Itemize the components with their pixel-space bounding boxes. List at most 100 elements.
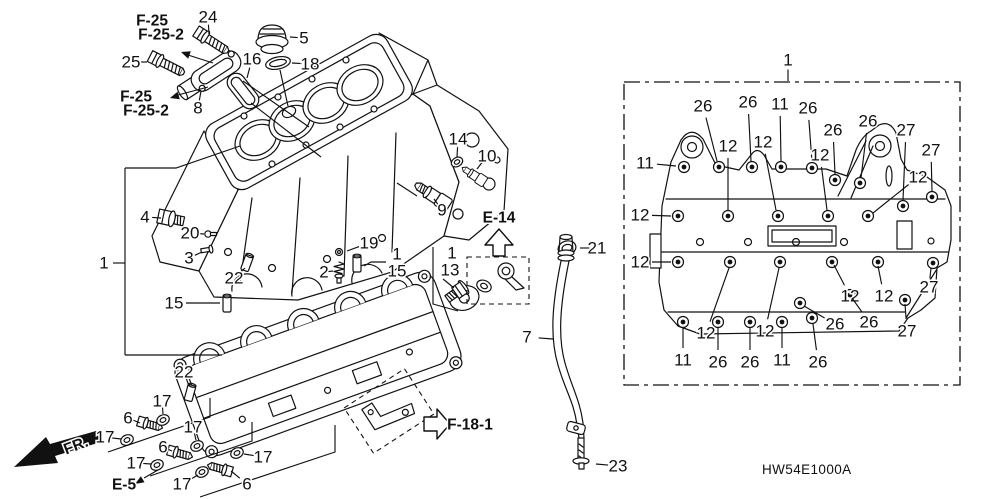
banjo-detail-box <box>466 256 530 305</box>
part-sensor-9 <box>414 182 453 212</box>
part-relief-valve-2 <box>333 261 345 284</box>
leader-line <box>651 214 672 217</box>
callout-12: 12 <box>697 324 716 343</box>
callout-21: 21 <box>588 239 607 258</box>
leader-line <box>196 232 205 235</box>
ref-label-e-14: E-14 <box>483 210 516 227</box>
bolt-hole-center <box>865 213 871 219</box>
bolt-hole-center <box>747 319 753 325</box>
leader-line <box>142 462 152 465</box>
callout-14: 14 <box>449 130 468 149</box>
bolt-hole-center <box>797 300 803 306</box>
part-oring-18 <box>265 55 291 71</box>
ref-label-f-25: F-25 <box>136 13 168 30</box>
callout-1: 1 <box>447 244 456 263</box>
leader-line <box>538 337 554 340</box>
callout-24: 24 <box>199 8 218 27</box>
callout-26: 26 <box>694 97 713 116</box>
leader-line <box>820 166 828 211</box>
leader-line <box>767 267 780 320</box>
part-bolt-6 <box>165 443 195 464</box>
callout-27: 27 <box>922 141 941 160</box>
leader-line <box>476 161 483 170</box>
callout-26: 26 <box>860 313 879 332</box>
bolt-hole-center <box>725 213 731 219</box>
bolt-hole-center <box>715 319 721 325</box>
leader-line <box>779 115 782 162</box>
f18-arrow-icon <box>423 408 451 440</box>
bolt-pattern-panel <box>623 81 961 386</box>
leader-line <box>656 163 677 167</box>
part-washer-14 <box>450 156 464 168</box>
bolt-hole-center <box>902 297 908 303</box>
f25-arrow-upper <box>181 51 214 64</box>
ref-label-f-25-2: F-25-2 <box>138 27 184 44</box>
callout-25: 25 <box>122 53 141 72</box>
leader-line <box>812 323 818 351</box>
bolt-hole-center <box>809 315 815 321</box>
part-oil-jet-pipe-8 <box>176 50 242 101</box>
leader-line <box>748 113 752 162</box>
callout-17: 17 <box>127 454 146 473</box>
bolt-hole-center <box>875 259 881 265</box>
ref-label-f-25: F-25 <box>120 89 152 106</box>
callout-26: 26 <box>741 353 760 372</box>
part-washer-17 <box>193 464 211 480</box>
callout-27: 27 <box>898 322 917 341</box>
leader-line <box>198 90 202 101</box>
callout-1: 1 <box>99 254 108 273</box>
leader-line <box>246 67 251 79</box>
callout-17: 17 <box>184 418 203 437</box>
leader-line <box>188 474 199 481</box>
callout-1: 1 <box>392 245 401 264</box>
callout-17: 17 <box>153 392 172 411</box>
callout-5: 5 <box>299 29 308 48</box>
leader-line <box>433 198 439 206</box>
leader-line <box>243 453 255 457</box>
part-bolt-23 <box>572 437 590 470</box>
bolt-hole-center <box>680 319 686 325</box>
part-filler-cap-5 <box>255 24 289 55</box>
leader-line <box>803 305 825 319</box>
f25-arrow-lower <box>170 86 209 100</box>
callout-26: 26 <box>799 99 818 118</box>
callout-11: 11 <box>773 351 791 370</box>
callout-27: 27 <box>897 121 916 140</box>
leader-line <box>327 270 334 273</box>
callout-11: 11 <box>636 154 654 173</box>
bolt-hole-center <box>777 259 783 265</box>
callout-8: 8 <box>193 99 202 118</box>
leader-line <box>764 153 777 211</box>
leader-line <box>872 184 909 214</box>
callout-16: 16 <box>243 50 262 69</box>
callout-17: 17 <box>96 428 115 447</box>
leader-line <box>833 264 846 286</box>
leader-line <box>808 119 813 163</box>
leader-line <box>193 432 197 441</box>
callout-26: 26 <box>824 121 843 140</box>
callout-12: 12 <box>875 287 894 306</box>
callout-27: 27 <box>920 278 939 297</box>
callout-17: 17 <box>254 448 273 467</box>
leader-line <box>346 246 360 252</box>
callout-12: 12 <box>811 146 830 165</box>
leader-line <box>166 448 173 452</box>
leader-line <box>238 267 246 274</box>
bolt-hole-center <box>930 260 936 266</box>
callout-17: 17 <box>173 475 192 494</box>
callout-20: 20 <box>181 224 200 243</box>
callout-4: 4 <box>140 208 149 227</box>
callout-12: 12 <box>756 322 775 341</box>
part-dowel-15 <box>352 253 362 273</box>
bolt-hole-center <box>681 164 687 170</box>
leader-line <box>904 303 907 320</box>
bolt-hole-center <box>857 180 863 186</box>
part-joint-bolt-13 <box>444 280 470 303</box>
leader-line <box>902 141 907 201</box>
diagram-code: HW54E1000A <box>762 462 852 477</box>
fr-direction-arrow <box>14 431 101 467</box>
leader-line <box>877 265 883 285</box>
callout-13: 13 <box>441 261 460 280</box>
leader-line <box>207 24 210 35</box>
